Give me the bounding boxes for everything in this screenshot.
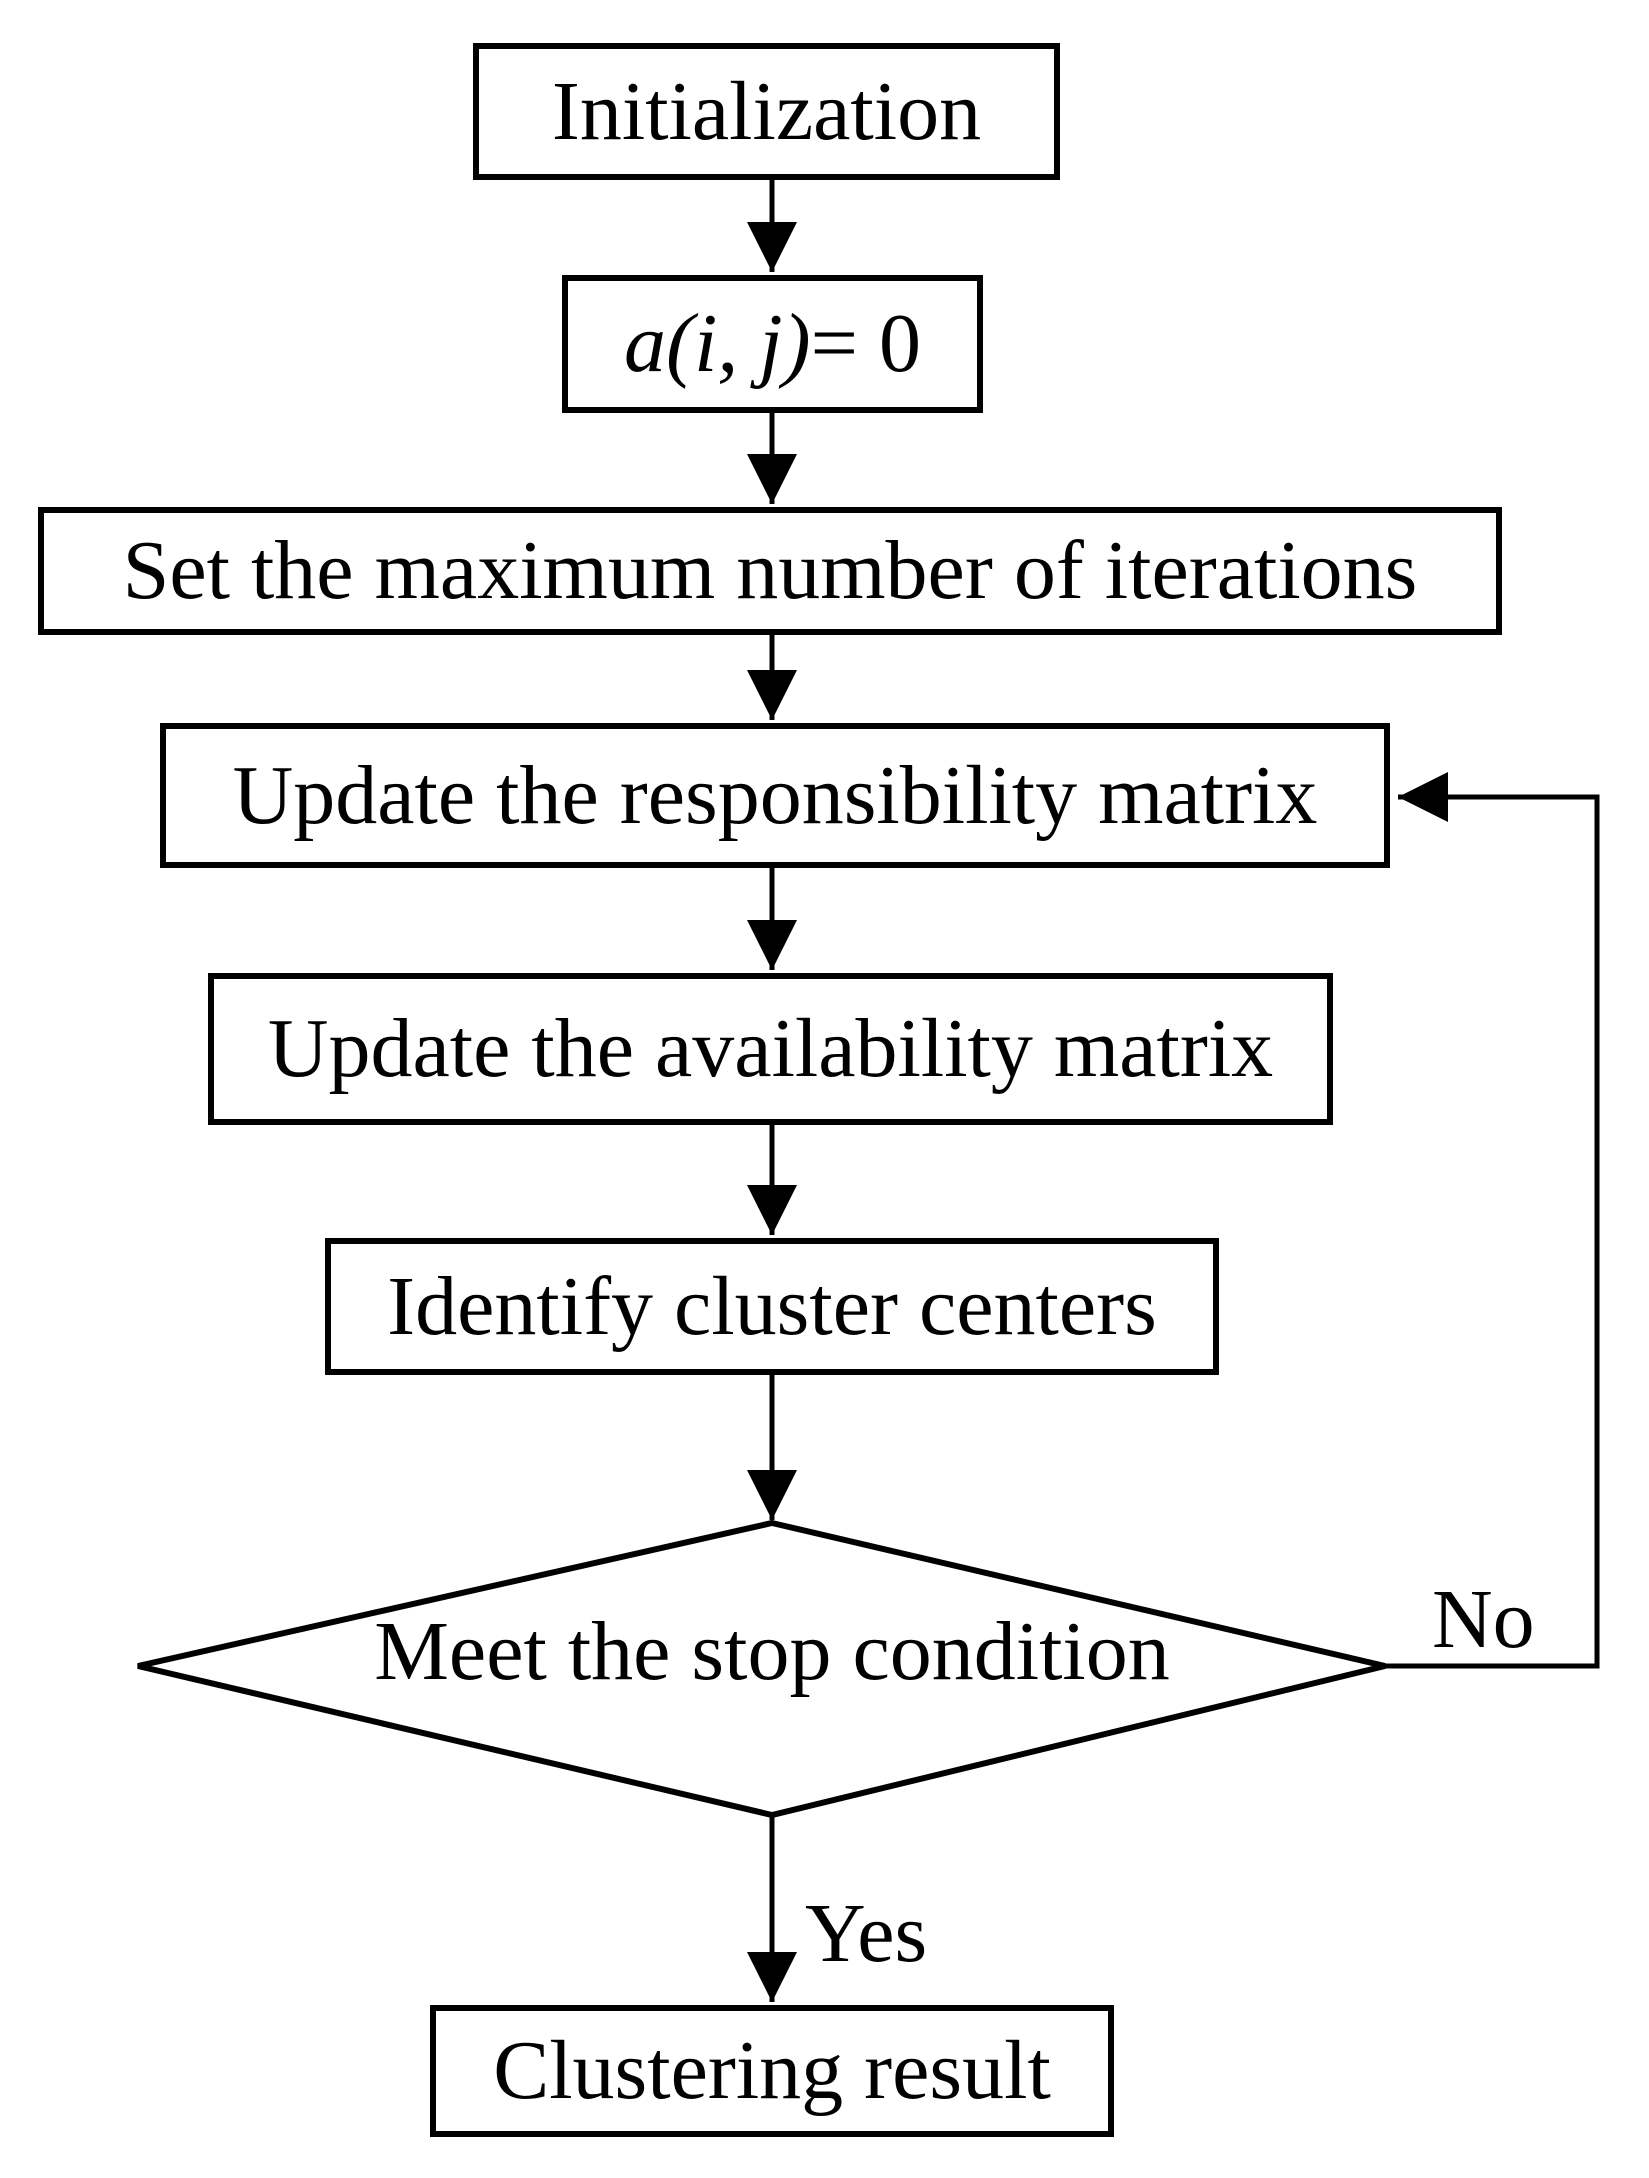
node-stop-condition-label: Meet the stop condition	[374, 1605, 1170, 1698]
edge-no-loop	[1385, 772, 1600, 1669]
edge-label-no: No	[1432, 1573, 1535, 1666]
node-availability-init: a(i, j) = 0	[562, 275, 983, 413]
node-set-max-iterations: Set the maximum number of iterations	[38, 507, 1502, 635]
node-update-responsibility-label: Update the responsibility matrix	[232, 748, 1318, 842]
node-initialization-label: Initialization	[551, 64, 982, 158]
node-update-availability: Update the availability matrix	[208, 973, 1333, 1125]
node-clustering-result: Clustering result	[430, 2005, 1114, 2137]
node-availability-init-math: a(i, j)	[624, 297, 811, 390]
node-clustering-result-label: Clustering result	[493, 2024, 1051, 2117]
node-identify-cluster-centers: Identify cluster centers	[325, 1238, 1219, 1375]
edge-label-yes: Yes	[805, 1887, 928, 1980]
node-set-max-iterations-label: Set the maximum number of iterations	[122, 524, 1418, 617]
node-identify-cluster-centers-label: Identify cluster centers	[387, 1259, 1157, 1353]
node-availability-init-eq: = 0	[810, 297, 921, 390]
node-update-availability-label: Update the availability matrix	[267, 1002, 1274, 1095]
node-update-responsibility: Update the responsibility matrix	[160, 723, 1390, 868]
node-initialization: Initialization	[473, 43, 1060, 180]
